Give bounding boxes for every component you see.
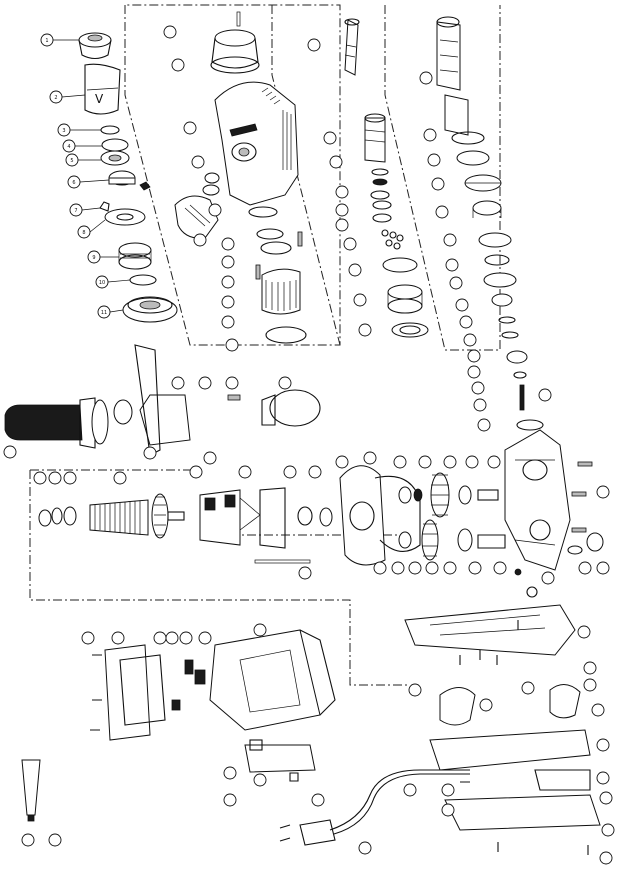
main-handle bbox=[279, 604, 601, 846]
gear-train bbox=[398, 472, 506, 561]
callout-11: 11 bbox=[97, 305, 111, 319]
callout-7: 7 bbox=[69, 203, 83, 217]
hammer-mechanism bbox=[344, 18, 429, 338]
callout-3: 3 bbox=[57, 123, 71, 137]
callout-6-label: 6 bbox=[72, 180, 75, 186]
callout-1-label: 1 bbox=[45, 38, 48, 44]
callouts: 1 2 3 4 5 6 7 8 9 10 11 bbox=[3, 25, 615, 865]
gear-housing bbox=[174, 11, 307, 344]
grease-tube bbox=[21, 759, 41, 822]
callout-8-label: 8 bbox=[82, 230, 85, 236]
callout-10: 10 bbox=[95, 275, 109, 289]
chuck-assembly: V bbox=[78, 32, 178, 323]
side-handle bbox=[4, 344, 321, 456]
callout-1: 1 bbox=[40, 33, 54, 47]
callout-10-label: 10 bbox=[99, 280, 105, 286]
callout-11-label: 11 bbox=[101, 310, 107, 316]
callout-4: 4 bbox=[62, 139, 76, 153]
callout-5: 5 bbox=[65, 153, 79, 167]
screws bbox=[90, 568, 589, 855]
callout-9-label: 9 bbox=[92, 255, 95, 261]
callout-3-label: 3 bbox=[62, 128, 65, 134]
callout-2-label: 2 bbox=[54, 95, 57, 101]
front-housing bbox=[504, 429, 604, 571]
callout-9: 9 bbox=[87, 250, 101, 264]
callout-4-label: 4 bbox=[67, 144, 70, 150]
callout-markers-unlabeled bbox=[3, 25, 615, 865]
callout-5-label: 5 bbox=[70, 158, 73, 164]
callout-8: 8 bbox=[77, 225, 91, 239]
spindle-assembly bbox=[436, 16, 544, 431]
callout-2: 2 bbox=[49, 90, 63, 104]
rear-housing bbox=[104, 629, 336, 782]
svg-text:V: V bbox=[95, 92, 104, 106]
callout-6: 6 bbox=[67, 175, 81, 189]
callout-7-label: 7 bbox=[74, 208, 77, 214]
motor-assembly bbox=[38, 465, 421, 566]
